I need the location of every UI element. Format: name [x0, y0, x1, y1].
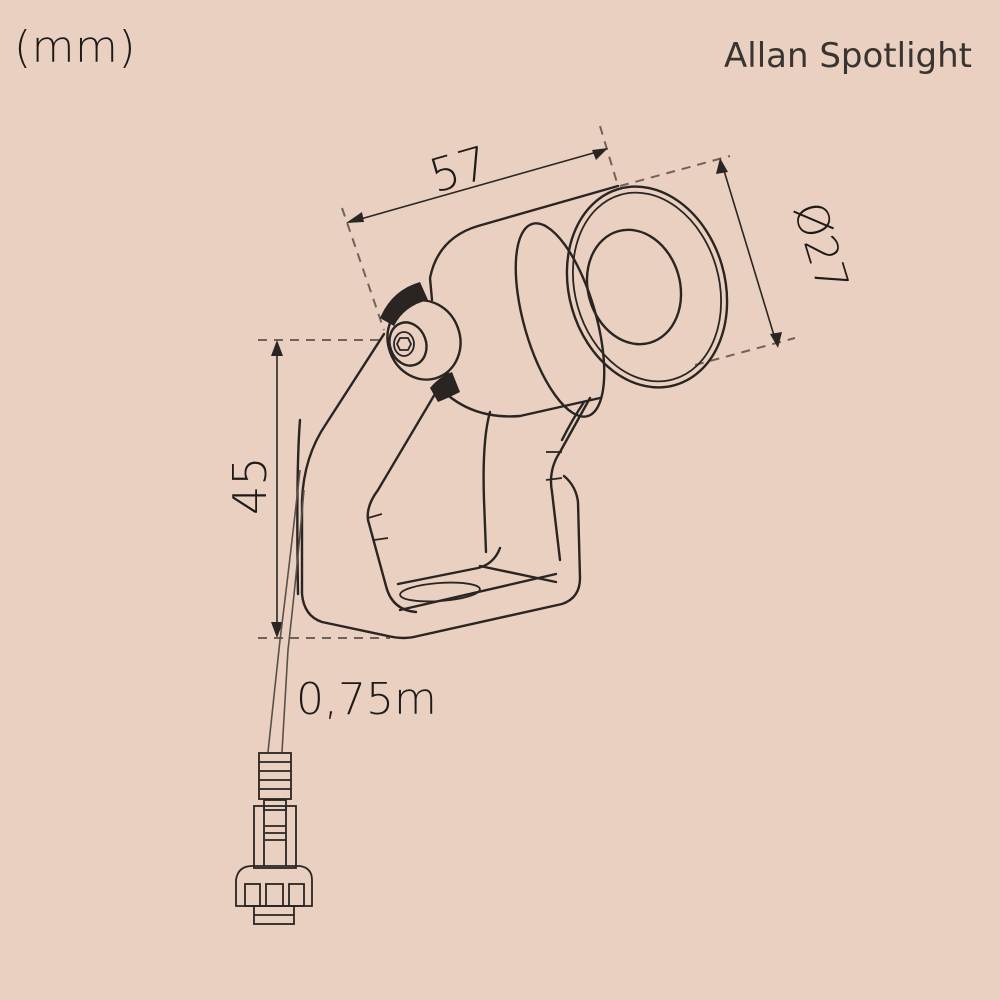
cable-length-label: 0,75m — [296, 674, 437, 725]
cable: 0,75m — [267, 469, 437, 753]
dimension-height-label: 45 — [223, 456, 277, 515]
dimension-length-label: 57 — [423, 135, 494, 203]
hex-screw — [386, 299, 462, 381]
lamp-head — [380, 184, 729, 418]
dimension-diameter-label: Ø27 — [783, 196, 858, 298]
waterproof-connector — [235, 752, 313, 925]
lens — [585, 228, 683, 346]
product-title: Allan Spotlight — [724, 36, 972, 76]
mounting-bracket — [296, 332, 592, 640]
dimension-diameter: Ø27 — [619, 155, 858, 366]
dimension-height: 45 — [223, 339, 390, 639]
unit-label: (mm) — [14, 22, 137, 73]
